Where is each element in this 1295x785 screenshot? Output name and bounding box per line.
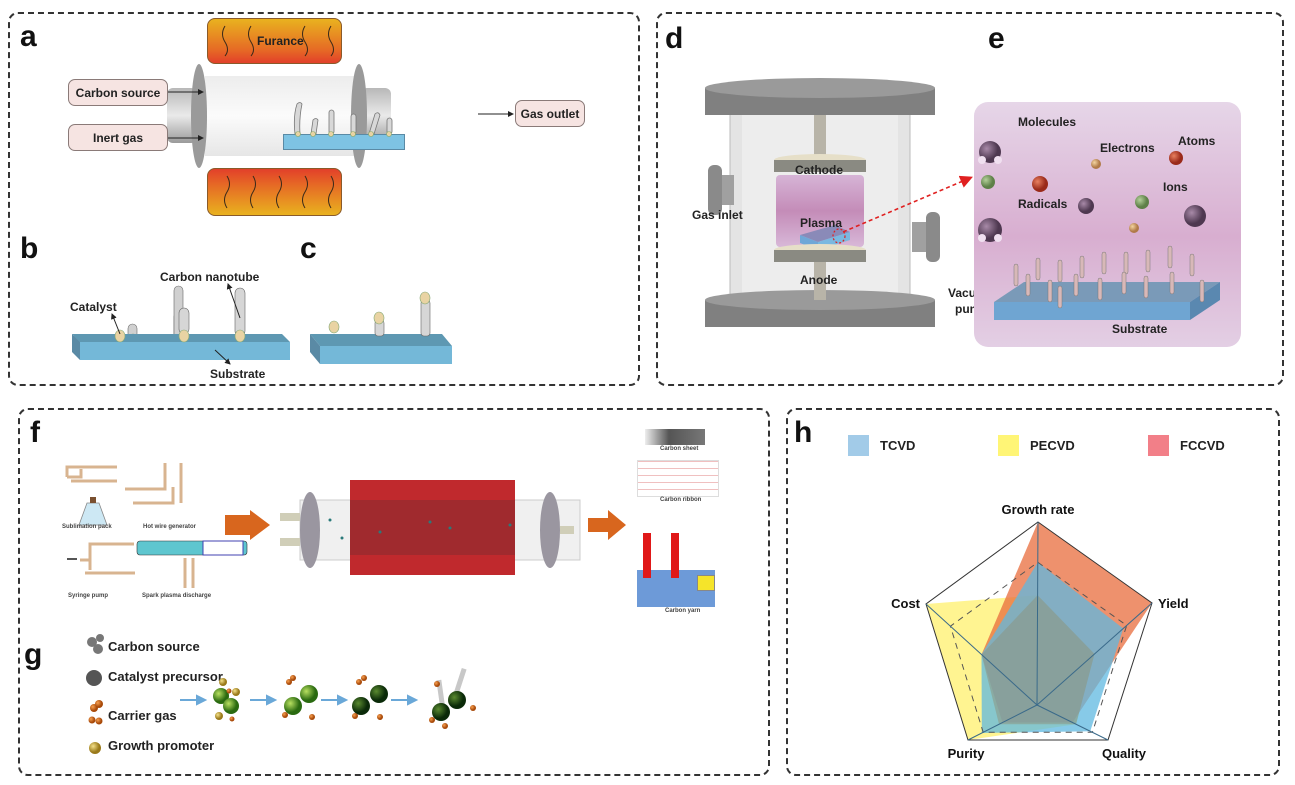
panel-fg — [18, 408, 770, 776]
radar-axis-label-quality: Quality — [1102, 746, 1147, 761]
big-arrow-out — [588, 510, 626, 540]
label-carbon-ribbon: Carbon ribbon — [660, 497, 702, 503]
label-substrate-e: Substrate — [1112, 322, 1168, 336]
label-electrons: Electrons — [1100, 141, 1155, 155]
g-legend-carbon-source: Carbon source — [108, 639, 200, 654]
panel-label-h: h — [794, 416, 813, 449]
label-sublimation-pack: Sublimation pack — [62, 524, 112, 530]
label-ions: Ions — [1163, 180, 1188, 194]
radar-axis-label-yield: Yield — [1158, 596, 1189, 611]
radar-overlap — [981, 595, 1095, 725]
panel-label-c: c — [300, 232, 317, 265]
panel-label-e: e — [988, 22, 1005, 55]
yarn-heater-left — [643, 533, 651, 578]
radar-axis-label-purity: Purity — [948, 746, 986, 761]
yarn-winder — [697, 575, 715, 591]
input-carbon-source: Carbon source — [68, 79, 168, 106]
label-carbon-nanotube: Carbon nanotube — [160, 270, 260, 284]
furnace-label: Furance — [257, 34, 304, 48]
legend-fccvd-swatch — [1148, 435, 1169, 456]
g-legend-icons — [86, 634, 104, 754]
zoom-arrow — [842, 175, 973, 233]
label-hot-wire-generator: Hot wire generator — [143, 524, 197, 530]
panel-abc — [8, 12, 640, 386]
legend-tcvd-swatch — [848, 435, 869, 456]
growth-sequence — [180, 667, 476, 729]
yarn-heater-right — [671, 533, 679, 578]
radar-axis-label-cost: Cost — [891, 596, 921, 611]
radar-reference-dashed — [949, 561, 1128, 733]
fccvd-reactor — [280, 480, 581, 575]
pointer-arrows-b — [111, 283, 241, 365]
legend-pecvd-swatch — [998, 435, 1019, 456]
label-radicals: Radicals — [1018, 197, 1068, 211]
panel-label-a: a — [20, 20, 37, 53]
substrate-c — [310, 291, 452, 364]
legend-tcvd-label: TCVD — [880, 438, 916, 453]
label-syringe-pump: Syringe pump — [68, 593, 109, 599]
panel-label-d: d — [665, 22, 684, 55]
label-carbon-yarn: Carbon yarn — [665, 608, 701, 614]
furnace-top — [207, 18, 342, 64]
radar-spoke-1 — [1036, 602, 1153, 706]
g-legend-catalyst-precursor: Catalyst precursor — [108, 669, 223, 684]
input-inert-gas: Inert gas — [68, 124, 168, 151]
g-legend-carrier-gas: Carrier gas — [108, 708, 177, 723]
label-carbon-sheet: Carbon sheet — [660, 446, 699, 452]
panel-label-g: g — [24, 638, 43, 671]
panel-de — [656, 12, 1284, 386]
substrate-a — [283, 134, 405, 150]
label-cathode: Cathode — [795, 163, 843, 177]
label-substrate-b: Substrate — [210, 367, 266, 381]
label-molecules: Molecules — [1018, 115, 1077, 129]
carbon-ribbon-image — [637, 460, 719, 497]
nanotubes-a — [293, 102, 393, 137]
heat-arrows-bottom — [224, 175, 334, 209]
radar-spoke-0 — [1036, 521, 1039, 706]
radar-spoke-3 — [967, 704, 1038, 741]
label-plasma: Plasma — [800, 216, 843, 230]
label-atoms: Atoms — [1178, 134, 1216, 148]
label-anode: Anode — [800, 273, 838, 287]
panel-label-b: b — [20, 232, 39, 265]
output-gas-outlet: Gas outlet — [515, 100, 585, 127]
g-legend-growth-promoter: Growth promoter — [108, 738, 215, 753]
product-images — [635, 425, 725, 620]
radar-axis-label-growth-rate: Growth rate — [1002, 502, 1075, 517]
legend-pecvd-label: PECVD — [1030, 438, 1075, 453]
source-apparatus — [65, 463, 248, 588]
label-catalyst: Catalyst — [70, 300, 117, 314]
big-arrow-in — [225, 510, 270, 540]
plasma-species — [978, 141, 1220, 320]
legend-fccvd-label: FCCVD — [1180, 438, 1225, 453]
label-spark-plasma-discharge: Spark plasma discharge — [142, 593, 212, 599]
radar-spoke-4 — [925, 603, 1038, 706]
heat-arrows-top — [222, 25, 334, 57]
radar-frame — [925, 521, 1153, 741]
nanotubes-b — [114, 287, 246, 343]
pecvd-chamber — [705, 78, 940, 327]
furnace-bottom — [207, 168, 342, 216]
panel-h — [786, 408, 1280, 776]
panel-label-f: f — [30, 416, 40, 449]
carbon-sheet-image — [645, 429, 705, 445]
radar-spoke-2 — [1036, 704, 1109, 741]
flow-arrows-a — [168, 89, 514, 141]
label-gas-inlet: Gas inlet — [692, 208, 743, 222]
